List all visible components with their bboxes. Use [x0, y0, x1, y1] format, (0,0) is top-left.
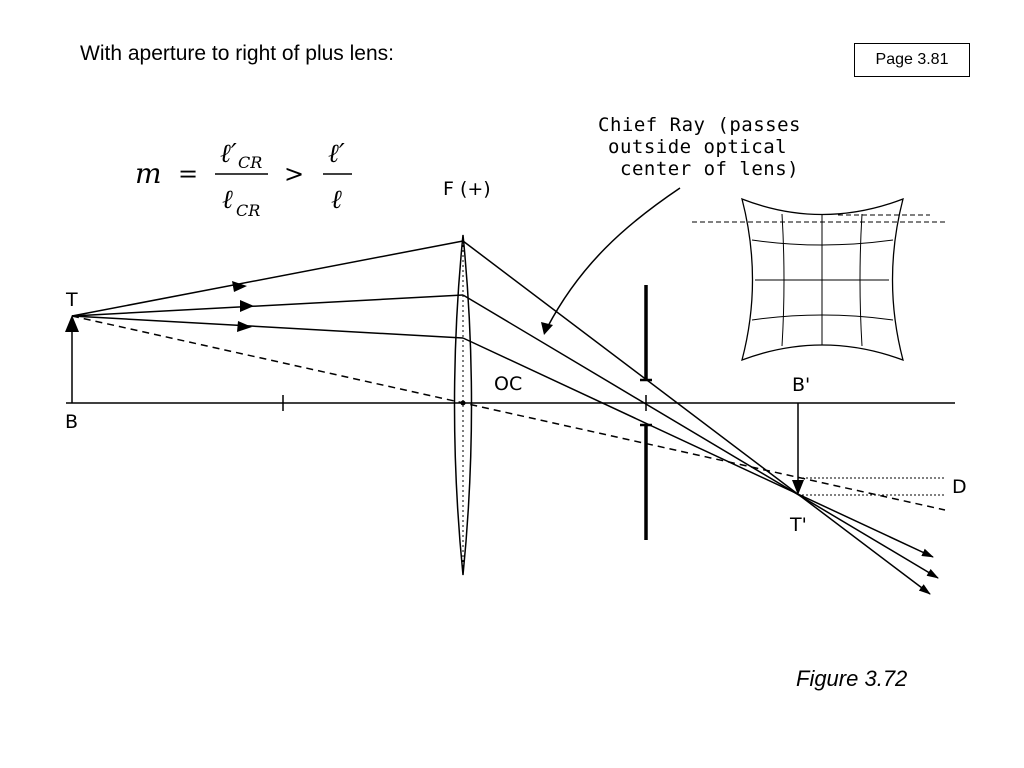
chief-ray-pointer-head: [541, 322, 553, 335]
label-lens: F (+): [443, 178, 491, 200]
label-optical-center: OC: [494, 373, 522, 395]
eq-num2: ℓ′: [328, 139, 345, 169]
plus-lens: [453, 234, 473, 576]
eq-lhs: m: [135, 157, 162, 190]
ray-1-incident: [71, 240, 464, 317]
chief-ray-note-line3: center of lens): [620, 158, 799, 180]
pincushion-distortion-icon: [692, 197, 945, 362]
figure-caption: Figure 3.72: [796, 666, 908, 691]
magnification-equation: m = ℓ′ CR ℓ CR > ℓ′ ℓ: [135, 139, 352, 220]
ray-3-incident: [71, 315, 464, 339]
image-arrow-head: [792, 480, 804, 495]
ray-3-arrowhead: [237, 321, 252, 332]
label-object-top: T: [65, 289, 78, 311]
ray-2-incident: [71, 294, 464, 317]
page-number-badge: Page 3.81: [854, 43, 970, 77]
eq-den2: ℓ: [331, 185, 342, 215]
eq-greater: >: [284, 160, 304, 188]
ray-2-refracted: [462, 294, 939, 579]
ray-1-refracted: [462, 240, 931, 595]
chief-ray-note-line1: Chief Ray (passes: [598, 114, 801, 136]
object-arrow-head: [65, 315, 79, 332]
ray-2-arrowhead: [240, 300, 254, 312]
eq-den1-main: ℓ: [222, 185, 233, 215]
heading: With aperture to right of plus lens:: [80, 42, 394, 65]
label-object-base: B: [65, 411, 78, 433]
eq-equals: =: [178, 160, 198, 188]
label-distance: D: [952, 476, 967, 498]
eq-num1-sub: CR: [238, 153, 262, 172]
eq-den1-sub: CR: [236, 201, 260, 220]
grid-horizontal-3: [751, 314, 894, 321]
ray-3-refracted: [462, 337, 934, 558]
grid-outline: [741, 197, 904, 362]
label-image-top: T': [789, 514, 807, 536]
grid-horizontal-1: [751, 239, 894, 246]
label-image-base: B': [792, 374, 810, 396]
chief-ray-note-line2: outside optical: [608, 136, 787, 158]
eq-num1-main: ℓ′: [220, 139, 237, 169]
chief-ray-pointer: [546, 187, 681, 329]
ray-1-arrowhead: [232, 281, 247, 292]
